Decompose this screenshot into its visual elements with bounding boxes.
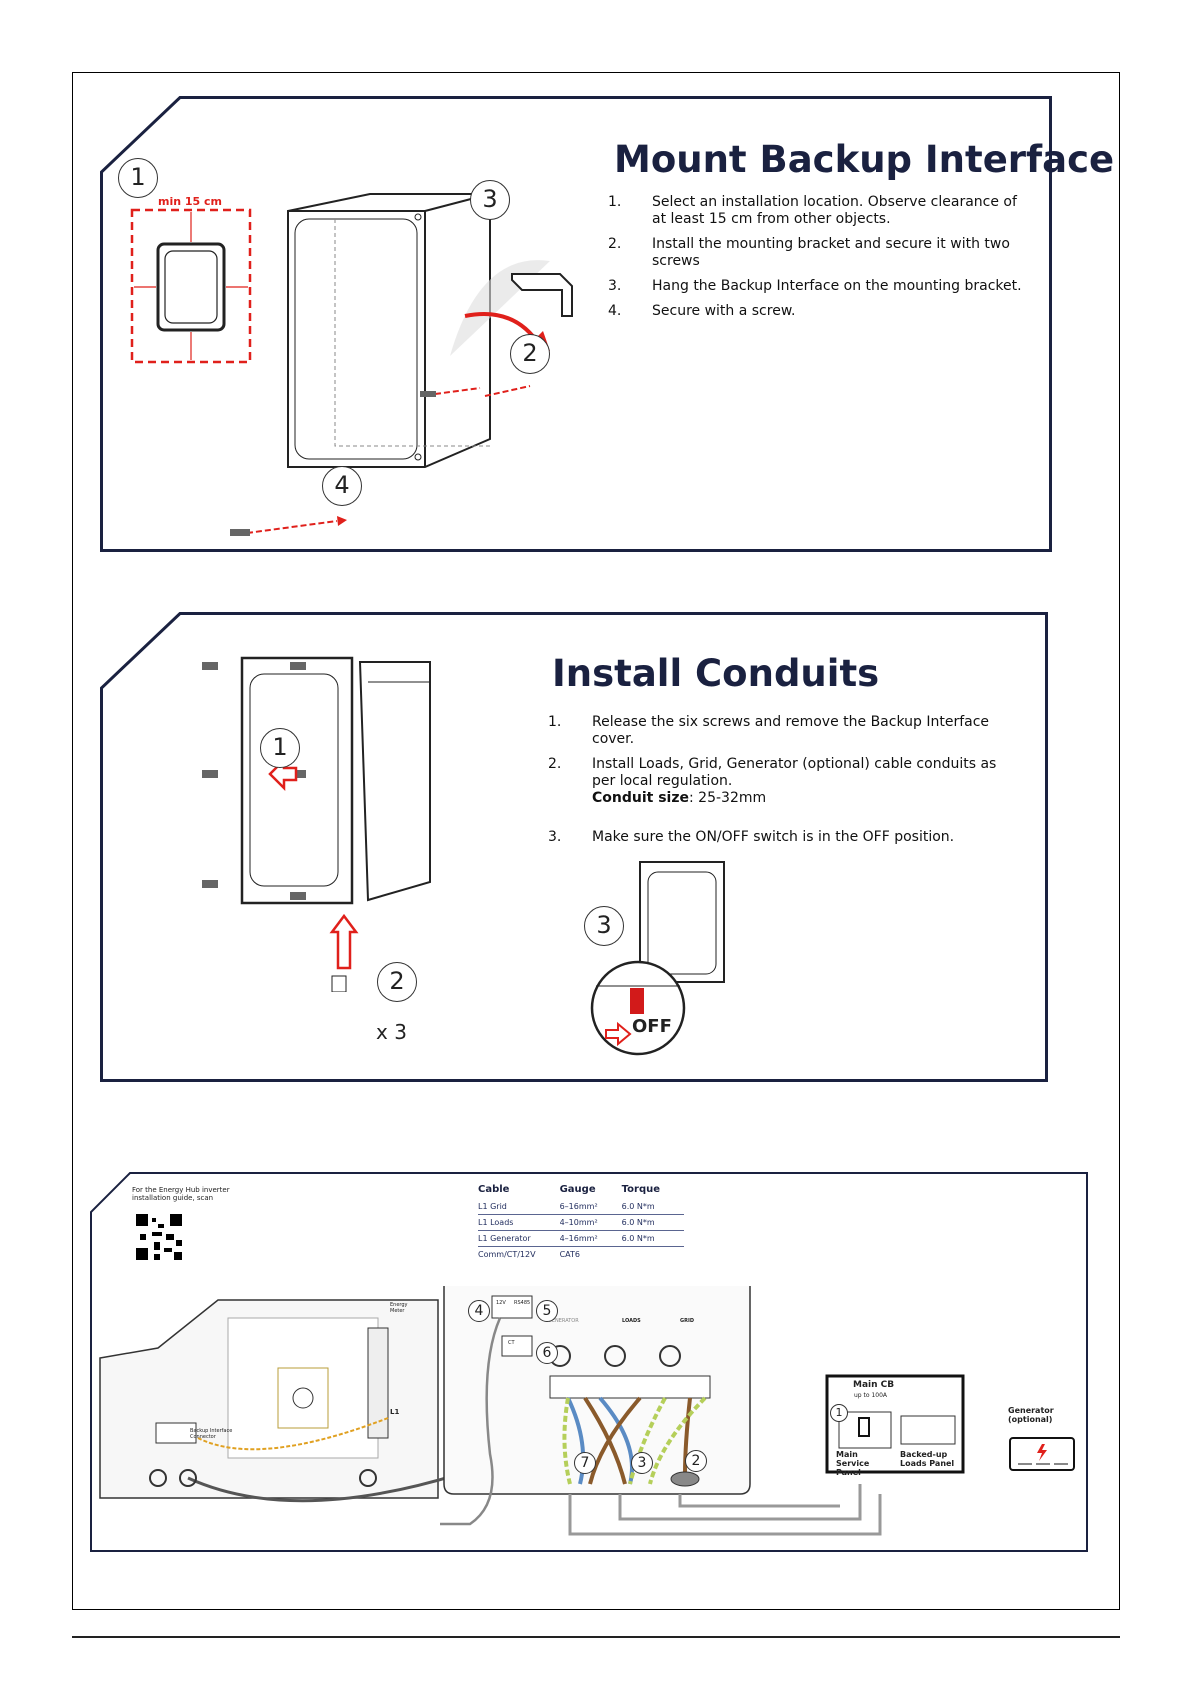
mounting-bracket — [511, 273, 573, 317]
main-cb-sub: up to 100A — [854, 1392, 888, 1399]
conduit-multiplier: x 3 — [376, 1020, 407, 1044]
panel1-title: Mount Backup Interface — [614, 138, 1115, 181]
inverter-drawing — [99, 1299, 458, 1503]
step-item: 1.Select an installation location. Obser… — [608, 194, 1017, 227]
loads-terminal-label: LOADS — [622, 1318, 641, 1324]
ct-label: CT — [508, 1340, 515, 1346]
panel-frame — [100, 612, 1048, 1082]
step-item: 3.Make sure the ON/OFF switch is in the … — [548, 829, 955, 845]
callout-4: 4 — [322, 466, 362, 506]
col-header: Torque — [621, 1184, 661, 1195]
callout-5: 5 — [536, 1300, 558, 1322]
col-header: Cable — [478, 1184, 510, 1195]
main-cb-label: Main CB — [853, 1380, 895, 1390]
callout-1: 1 — [830, 1404, 848, 1422]
callout-3: 3 — [470, 180, 510, 220]
callout-3: 3 — [631, 1452, 653, 1474]
callout-1: 1 — [118, 158, 158, 198]
off-label: OFF — [632, 1016, 672, 1037]
backup-interface-wiring — [440, 1286, 882, 1536]
callout-2: 2 — [377, 962, 417, 1002]
panel-mount-backup-interface: min 15 cm 1 3 2 4 Mount Backup Interface… — [100, 96, 1114, 552]
panel-wiring: For the Energy Hub inverter installation… — [90, 1172, 1088, 1552]
qr-code-icon — [134, 1212, 184, 1262]
callout-2: 2 — [685, 1450, 707, 1472]
panel2-steps: 1.Release the six screws and remove the … — [548, 714, 998, 854]
step-item: 2.Install Loads, Grid, Generator (option… — [548, 756, 997, 806]
step-item: 3.Hang the Backup Interface on the mount… — [608, 278, 1022, 294]
panel1-steps: 1.Select an installation location. Obser… — [608, 194, 1028, 328]
callout-7: 7 — [574, 1452, 596, 1474]
generator-optional-label: Generator (optional) — [1008, 1406, 1054, 1424]
conduit-size-label: Conduit size — [592, 790, 689, 806]
callout-1: 1 — [260, 728, 300, 768]
col-header: Gauge — [559, 1184, 596, 1195]
callout-2: 2 — [510, 334, 550, 374]
step-item: 2.Install the mounting bracket and secur… — [608, 236, 1010, 269]
grid-terminal-label: GRID — [680, 1318, 694, 1324]
backup-connector-label: Backup Interface Connector — [190, 1428, 233, 1440]
l1-label: L1 — [390, 1408, 400, 1416]
off-switch-drawing — [590, 861, 725, 1056]
page-frame — [72, 72, 1120, 1610]
panel2-title: Install Conduits — [552, 652, 880, 695]
panel-install-conduits: 1 2 x 3 Install Conduits 1.Release the s… — [100, 612, 1048, 1082]
step-item: 4.Secure with a screw. — [608, 303, 796, 319]
callout-6: 6 — [536, 1342, 558, 1364]
callout-4: 4 — [468, 1300, 490, 1322]
twelve-v-label: 12V — [496, 1300, 506, 1306]
clearance-label: min 15 cm — [158, 195, 223, 208]
main-service-panel-label: Main Service Panel — [836, 1450, 870, 1477]
service-panels-drawing — [825, 1374, 965, 1474]
cover-removal-drawing — [202, 656, 431, 992]
backed-up-panel-label: Backed-up Loads Panel — [900, 1450, 955, 1468]
footer-rule — [72, 1636, 1120, 1638]
generator-terminal-label: GENERATOR — [548, 1318, 579, 1324]
callout-3: 3 — [584, 906, 624, 946]
energy-meter-label: Energy Meter — [390, 1302, 408, 1314]
rs485-label: RS485 — [514, 1300, 531, 1306]
generator-icon — [1009, 1437, 1075, 1471]
clearance-diagram — [130, 208, 252, 364]
step-item: 1.Release the six screws and remove the … — [548, 714, 990, 747]
qr-caption: For the Energy Hub inverter installation… — [132, 1186, 230, 1202]
panel-frame — [100, 96, 1052, 552]
panel-frame — [90, 1172, 1088, 1552]
conduit-size-value: : 25-32mm — [689, 790, 767, 806]
